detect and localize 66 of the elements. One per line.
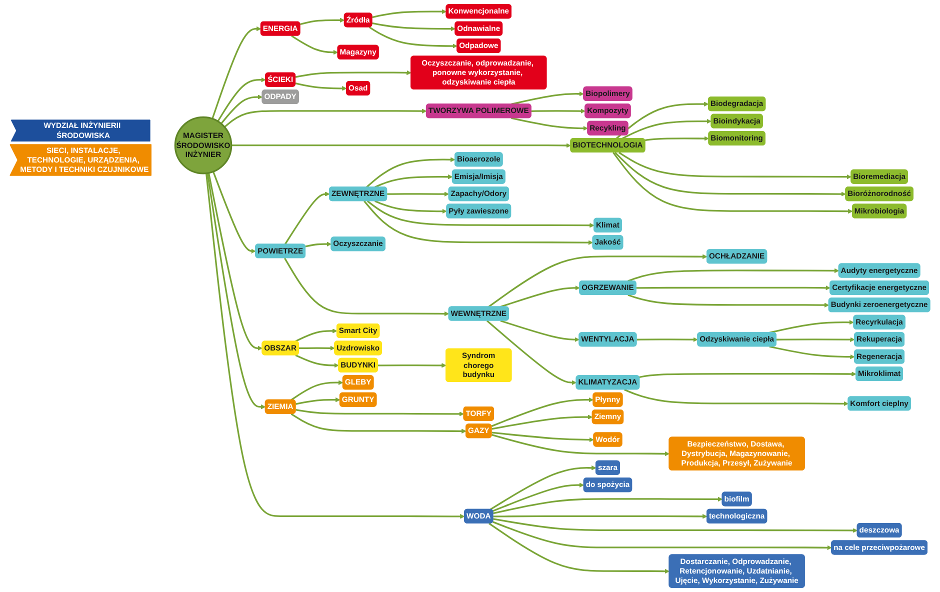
arrow: [378, 363, 446, 368]
arrow: [492, 432, 594, 442]
arrow: [295, 82, 347, 91]
arrow: [366, 157, 456, 188]
arrow: [500, 286, 580, 308]
arrow: [531, 108, 586, 114]
arrow: [374, 200, 447, 214]
arrow: [500, 320, 580, 342]
arrow: [212, 26, 262, 120]
arrow: [622, 118, 712, 140]
arrow: [284, 258, 450, 316]
arrow: [205, 173, 465, 519]
arrow: [295, 328, 338, 342]
arrow: [296, 397, 340, 405]
arrow: [387, 192, 450, 196]
arrow: [488, 254, 708, 308]
arrow: [493, 518, 858, 533]
arrow: [217, 77, 266, 122]
arrow: [776, 337, 855, 342]
arrow: [368, 26, 458, 48]
arrow: [511, 117, 588, 131]
arrow: [231, 143, 571, 148]
arrow: [300, 18, 345, 26]
arrow: [618, 152, 852, 180]
arrow: [639, 372, 856, 378]
arrow: [212, 171, 256, 254]
arrow: [492, 482, 584, 512]
arrow: [295, 354, 339, 368]
arrow: [290, 413, 466, 434]
arrow: [208, 172, 262, 351]
arrow: [284, 192, 330, 245]
arrow: [491, 397, 594, 427]
arrow: [291, 35, 338, 55]
arrow: [493, 514, 708, 519]
arrow: [372, 9, 447, 18]
arrow: [628, 268, 840, 282]
arrow: [636, 285, 830, 290]
arrow: [295, 70, 412, 78]
arrow: [372, 22, 456, 32]
arrow: [486, 320, 577, 385]
arrow: [644, 136, 709, 142]
arrow: [224, 108, 427, 128]
arrow: [612, 152, 853, 214]
arrow: [305, 242, 332, 248]
arrow: [364, 200, 594, 245]
arrow: [374, 174, 453, 188]
arrow: [769, 346, 855, 360]
arrow: [488, 522, 670, 574]
arrow: [624, 388, 848, 406]
arrow: [492, 414, 593, 430]
arrow: [490, 466, 596, 510]
arrow: [206, 172, 266, 410]
arrow: [298, 346, 335, 351]
arrow: [636, 337, 698, 342]
arrow: [511, 92, 584, 105]
arrow: [769, 320, 854, 334]
arrow: [614, 152, 846, 196]
arrow: [616, 102, 709, 140]
arrow: [296, 409, 464, 416]
arrow: [220, 94, 263, 124]
arrow: [492, 434, 670, 456]
arrow: [628, 294, 830, 308]
arrow: [493, 496, 723, 514]
arrow: [290, 380, 344, 401]
arrow: [366, 200, 594, 228]
arrow: [492, 521, 832, 550]
